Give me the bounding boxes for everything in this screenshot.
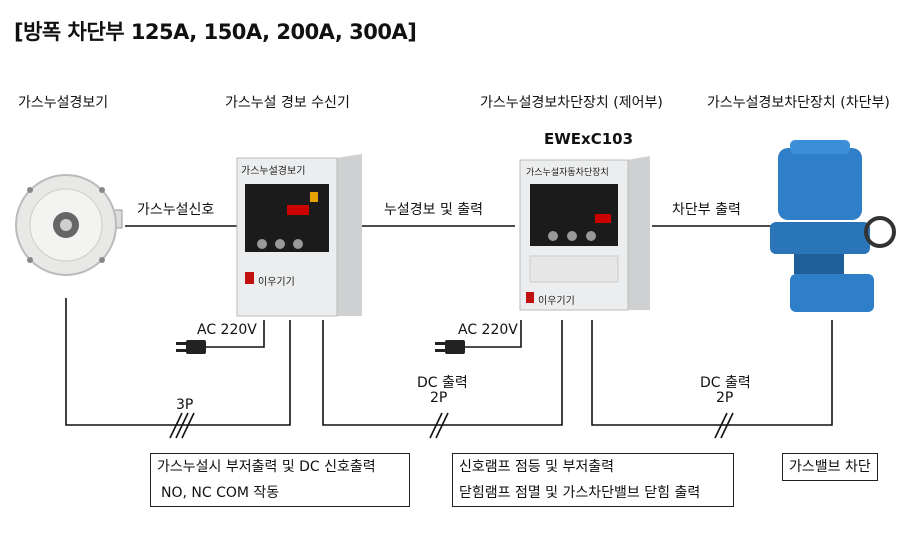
note-mid-line-2: 닫힘램프 점멸 및 가스차단밸브 닫힘 출력 <box>459 485 701 501</box>
alarm-output-label: 누설경보 및 출력 <box>384 202 484 218</box>
controller-label: 가스누설경보차단장치 (제어부) <box>480 95 663 111</box>
signal-label: 가스누설신호 <box>137 202 215 218</box>
gas-detector-icon <box>15 174 123 276</box>
right-loop-wire <box>591 320 833 426</box>
ac-left-label: AC 220V <box>197 322 257 338</box>
note-left-line-1: 가스누설시 부저출력 및 DC 신호출력 <box>157 459 376 475</box>
dc-right-label: DC 출력 <box>700 375 751 391</box>
page-title: [방폭 차단부 125A, 150A, 200A, 300A] <box>14 20 417 44</box>
detector-label: 가스누설경보기 <box>18 95 109 111</box>
dc-mid-label: DC 출력 <box>417 375 468 391</box>
dc-mid-wire-label: 2P <box>430 390 448 406</box>
receiver-label: 가스누설 경보 수신기 <box>225 95 350 111</box>
plug-icon-right <box>435 340 465 354</box>
note-mid-line-1: 신호램프 점등 및 부저출력 <box>459 459 615 475</box>
plug-icon-left <box>176 340 206 354</box>
ac-left-wire <box>205 320 265 348</box>
valve-actuator-icon <box>770 140 896 312</box>
controller-panel-brand: 이우기기 <box>538 296 575 307</box>
receiver-panel <box>236 154 362 317</box>
dc-right-wire-label: 2P <box>716 390 734 406</box>
note-right-line-1: 가스밸브 차단 <box>789 459 871 475</box>
wire-left-label: 3P <box>176 397 194 413</box>
controller-panel <box>519 156 650 311</box>
note-box-middle: 신호램프 점등 및 부저출력 닫힘램프 점멸 및 가스차단밸브 닫힘 출력 <box>452 453 734 507</box>
ac-right-wire <box>464 320 522 348</box>
controller-panel-title: 가스누설자동차단장치 <box>526 168 609 178</box>
receiver-panel-brand: 이우기기 <box>258 277 295 288</box>
note-box-left: 가스누설시 부저출력 및 DC 신호출력 NO, NC COM 작동 <box>150 453 410 507</box>
receiver-panel-title: 가스누설경보기 <box>241 166 306 177</box>
actuator-label: 가스누설경보차단장치 (차단부) <box>707 95 890 111</box>
note-left-line-2: NO, NC COM 작동 <box>161 485 280 501</box>
note-box-right: 가스밸브 차단 <box>782 453 878 481</box>
ac-right-label: AC 220V <box>458 322 518 338</box>
left-loop-wire <box>65 298 291 426</box>
breaker-output-label: 차단부 출력 <box>672 202 741 218</box>
model-label: EWExC103 <box>544 130 634 148</box>
